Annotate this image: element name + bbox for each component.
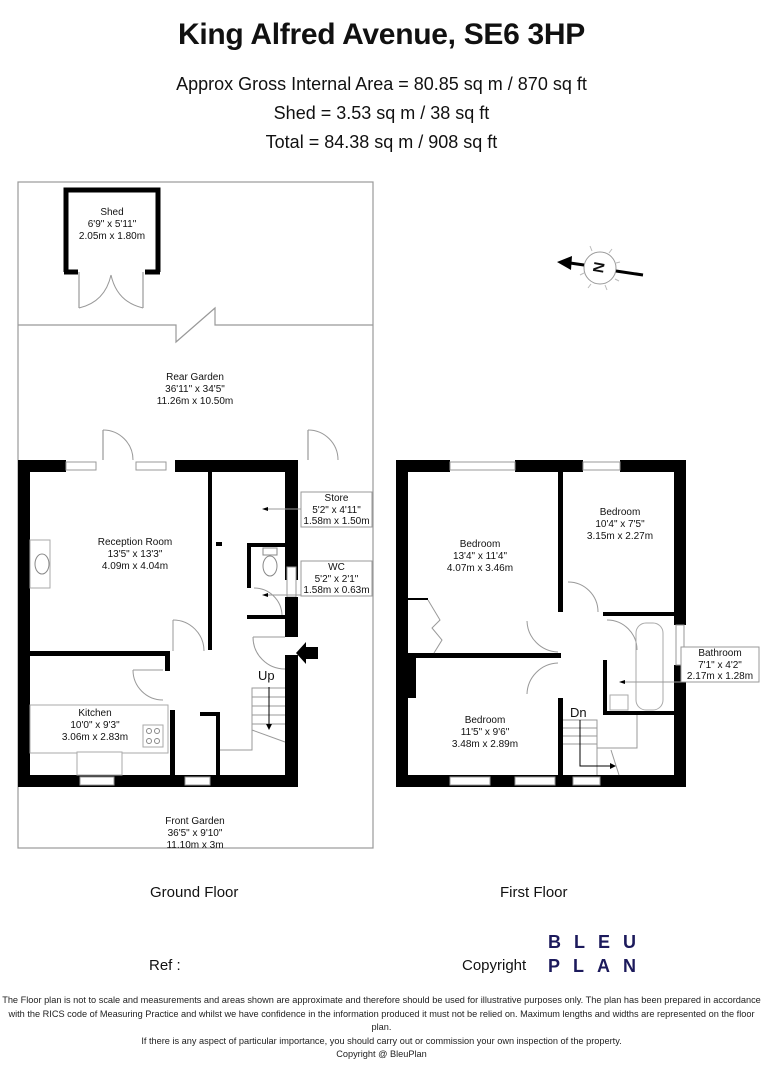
room-label-bedroom-2: Bedroom 10'4" x 7'5" 3.15m x 2.27m <box>575 507 665 543</box>
room-name: Bathroom <box>698 648 742 659</box>
bathroom-callout <box>680 646 760 683</box>
bleuplan-logo: BLEU PLAN <box>548 930 649 978</box>
room-dimensions-metric: 2.05m x 1.80m <box>78 231 146 242</box>
disclaimer-line: If there is any aspect of particular imp… <box>141 1035 622 1046</box>
room-dimensions-imperial: 11'5" x 9'6" <box>460 727 510 738</box>
room-dimensions-imperial: 10'0" x 9'3" <box>70 720 120 731</box>
first-floor-plan <box>396 460 760 787</box>
disclaimer-line: The Floor plan is not to scale and measu… <box>2 995 761 1005</box>
copyright-label: Copyright <box>462 957 527 974</box>
room-dimensions-imperial: 10'4" x 7'5" <box>595 519 645 530</box>
room-label-wc: WC 5'2" x 2'1" 1.58m x 0.63m <box>301 562 372 597</box>
north-compass-icon <box>557 245 644 291</box>
room-dimensions-imperial: 36'11" x 34'5" <box>165 384 225 395</box>
room-name: Rear Garden <box>166 372 224 383</box>
room-label-front-garden: Front Garden 36'5" x 9'10" 11.10m x 3m <box>130 816 260 852</box>
room-dimensions-metric: 4.09m x 4.04m <box>101 561 169 572</box>
disclaimer-line: with the RICS code of Measuring Practice… <box>8 1008 755 1033</box>
room-label-reception: Reception Room 13'5" x 13'3" 4.09m x 4.0… <box>70 537 200 573</box>
room-name: Reception Room <box>97 537 173 548</box>
entrance-arrow-icon <box>296 642 318 664</box>
room-dimensions-metric: 3.48m x 2.89m <box>451 739 519 750</box>
room-dimensions-imperial: 5'2" x 4'11" <box>312 504 361 516</box>
room-name: Shed <box>100 207 124 218</box>
ground-floor-label: Ground Floor <box>150 884 239 901</box>
stairs-up <box>220 687 286 751</box>
gross-internal-area: Approx Gross Internal Area = 80.85 sq m … <box>176 74 587 94</box>
ground-floor-plan <box>17 181 374 849</box>
first-floor-label: First Floor <box>500 884 568 901</box>
bathtub-icon <box>635 622 664 711</box>
fireplace-icon <box>29 539 51 589</box>
room-dimensions-imperial: 7'1" x 4'2" <box>698 659 742 671</box>
room-name: Bedroom <box>464 715 506 726</box>
wc-callout <box>300 560 373 597</box>
stairs-down <box>563 715 638 776</box>
room-dimensions-metric: 11.10m x 3m <box>166 840 224 851</box>
stairs-down-label: Dn <box>570 705 587 720</box>
room-name: Bedroom <box>459 539 501 550</box>
page-title: King Alfred Avenue, SE6 3HP <box>178 18 585 51</box>
room-label-bathroom: Bathroom 7'1" x 4'2" 2.17m x 1.28m <box>681 648 759 683</box>
room-label-bedroom-3: Bedroom 11'5" x 9'6" 3.48m x 2.89m <box>445 715 525 751</box>
basin-icon <box>609 694 629 711</box>
room-dimensions-metric: 1.58m x 1.50m <box>303 516 370 527</box>
room-name: Kitchen <box>78 708 112 719</box>
toilet-icon <box>262 555 278 577</box>
room-dimensions-metric: 3.15m x 2.27m <box>586 531 654 542</box>
room-dimensions-metric: 11.26m x 10.50m <box>156 396 234 407</box>
logo-line-2: PLAN <box>548 956 649 976</box>
shed <box>63 187 161 309</box>
room-dimensions-imperial: 36'5" x 9'10" <box>167 828 223 839</box>
room-label-bedroom-1: Bedroom 13'4" x 11'4" 4.07m x 3.46m <box>440 539 520 575</box>
kitchen-sink-icon <box>76 751 123 776</box>
room-dimensions-imperial: 13'5" x 13'3" <box>107 549 163 560</box>
room-dimensions-imperial: 6'9" x 5'11" <box>87 219 137 230</box>
total-area: Total = 84.38 sq m / 908 sq ft <box>265 132 498 152</box>
room-name: Front Garden <box>165 816 225 827</box>
disclaimer-line: Copyright @ BleuPlan <box>336 1049 427 1059</box>
room-dimensions-metric: 4.07m x 3.46m <box>446 563 514 574</box>
shed-area: Shed = 3.53 sq m / 38 sq ft <box>273 103 490 123</box>
room-dimensions-imperial: 5'2" x 2'1" <box>314 573 359 585</box>
room-dimensions-metric: 2.17m x 1.28m <box>686 671 754 682</box>
ref-label: Ref : <box>149 957 181 974</box>
ground-floor-walls <box>18 429 339 787</box>
room-label-shed: Shed 6'9" x 5'11" 2.05m x 1.80m <box>68 207 156 243</box>
stairs-up-label: Up <box>258 668 275 683</box>
room-dimensions-metric: 3.06m x 2.83m <box>61 732 129 743</box>
room-name: Store <box>324 493 349 504</box>
logo-line-1: BLEU <box>548 932 649 952</box>
room-name: WC <box>328 562 345 573</box>
room-label-kitchen: Kitchen 10'0" x 9'3" 3.06m x 2.83m <box>50 708 140 744</box>
disclaimer: The Floor plan is not to scale and measu… <box>0 994 763 1062</box>
room-label-store: Store 5'2" x 4'11" 1.58m x 1.50m <box>301 493 372 528</box>
room-dimensions-imperial: 13'4" x 11'4" <box>452 551 508 562</box>
hob-icon <box>142 724 164 748</box>
room-dimensions-metric: 1.58m x 0.63m <box>303 585 370 596</box>
store-callout <box>300 491 373 528</box>
room-label-rear-garden: Rear Garden 36'11" x 34'5" 11.26m x 10.5… <box>130 372 260 408</box>
room-name: Bedroom <box>599 507 641 518</box>
